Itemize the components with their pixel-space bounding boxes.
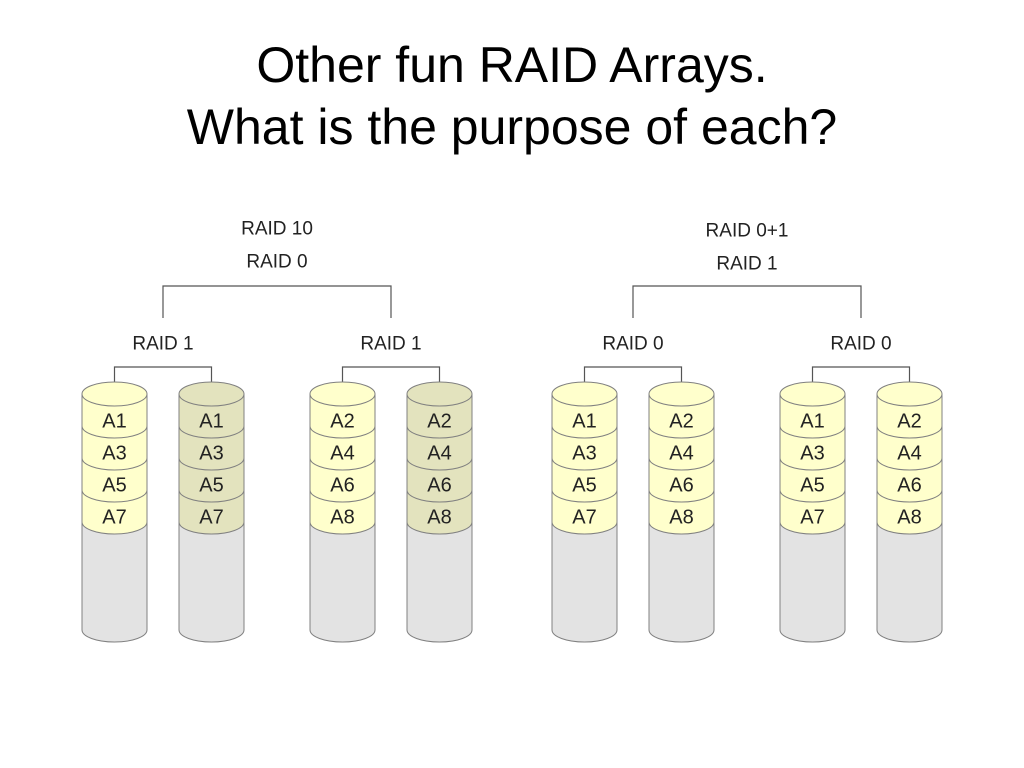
diagram-raid10-disk-2-block-2 [309,457,376,503]
slide-title-line-1: Other fun RAID Arrays. [256,37,768,93]
diagram-raid01-disk-1-block-1-label: A4 [669,443,693,465]
diagram-raid01-disk-3-block-2-label: A6 [897,475,921,497]
diagram-raid01-disk-3-block-0 [876,393,943,439]
diagram-raid10-group-1-label: RAID 1 [360,334,421,355]
diagram-raid01-disk-3-block-3-label: A8 [897,507,921,529]
diagram-raid01-disk-2-block-1 [779,425,846,471]
diagram-raid10-disk-1-block-1 [178,425,245,471]
diagram-raid10-disk-0-block-1-label: A3 [102,443,126,465]
diagram-raid10-disk-1-block-0-label: A1 [199,411,223,433]
diagram-raid01-group-1-label: RAID 0 [830,334,891,355]
diagram-raid10-disk-1-top-cap [178,381,245,407]
diagram-raid01-disk-1-block-1 [648,425,715,471]
diagram-raid01-title-label: RAID 0+1 [706,221,789,242]
diagram-raid01-disk-0-block-2 [551,457,618,503]
slide-title: Other fun RAID Arrays. What is the purpo… [0,34,1024,158]
diagram-raid01-disk-2-empty-space [779,521,846,643]
diagram-raid01-disk-2-top-cap [779,381,846,407]
diagram-raid01-disk-3-block-0-label: A2 [897,411,921,433]
diagram-raid10-disk-3-block-1-label: A4 [427,443,451,465]
diagram-raid10-disk-1-block-0 [178,393,245,439]
diagram-raid10-disk-3-top-cap [406,381,473,407]
diagram-raid10-disk-1-empty-space [178,521,245,643]
diagram-raid10-disk-0-block-0 [81,393,148,439]
diagram-raid01-disk-0-block-0 [551,393,618,439]
diagram-raid01-group-0-connector [583,366,683,394]
diagram-raid10-disk-1-block-2-label: A5 [199,475,223,497]
diagram-raid01-disk-3-block-3 [876,489,943,535]
diagram-raid01-disk-0-block-3-label: A7 [572,507,596,529]
diagram-raid10-disk-3-block-2-label: A6 [427,475,451,497]
diagram-raid01-disk-1-block-2 [648,457,715,503]
diagram-raid10-disk-2-block-1-label: A4 [330,443,354,465]
diagram-raid01-disk-2-block-2 [779,457,846,503]
diagram-raid10-group-1-connector [341,366,441,394]
diagram-raid10-disk-3-empty-space [406,521,473,643]
diagram-raid10-disk-2-top-cap [309,381,376,407]
diagram-raid10-disk-2-block-2-label: A6 [330,475,354,497]
diagram-raid10-disk-2-block-1 [309,425,376,471]
diagram-raid01-disk-2-block-3 [779,489,846,535]
slide-title-line-2: What is the purpose of each? [186,99,838,155]
diagram-raid01-disk-2-block-0 [779,393,846,439]
diagram-raid01-group-0-label: RAID 0 [602,334,663,355]
diagram-raid10-disk-2-block-0 [309,393,376,439]
diagram-raid01-disk-3-block-1-label: A4 [897,443,921,465]
diagram-raid01-disk-1-block-2-label: A6 [669,475,693,497]
diagram-raid01-disk-3-block-1 [876,425,943,471]
diagram-raid10-disk-0-block-1 [81,425,148,471]
diagram-raid10-disk-0-block-2 [81,457,148,503]
diagram-raid10-disk-0-top-cap [81,381,148,407]
diagram-raid01-disk-0-block-0-label: A1 [572,411,596,433]
diagram-raid10-title-label: RAID 10 [241,219,313,240]
diagram-raid10-disk-2-block-3 [309,489,376,535]
diagram-raid10-top-level-label: RAID 0 [246,252,307,273]
diagram-raid01-disk-1-block-0 [648,393,715,439]
diagram-raid01-disk-0-block-2-label: A5 [572,475,596,497]
diagram-raid10-group-0-connector [113,366,213,394]
diagram-raid10-disk-1-block-1-label: A3 [199,443,223,465]
diagram-raid10-disk-3-block-0-label: A2 [427,411,451,433]
diagram-raid10-disk-0-block-3 [81,489,148,535]
diagram-raid01-disk-1-block-0-label: A2 [669,411,693,433]
diagram-raid01-disk-0-block-1 [551,425,618,471]
diagram-raid10-disk-2-block-3-label: A8 [330,507,354,529]
diagram-raid10-disk-1-block-3 [178,489,245,535]
diagram-raid10-group-0-label: RAID 1 [132,334,193,355]
diagram-raid01-disk-2-block-0-label: A1 [800,411,824,433]
diagram-raid10-top-connector [162,285,392,318]
diagram-raid10-disk-0-empty-space [81,521,148,643]
diagram-raid01-disk-3-empty-space [876,521,943,643]
diagram-raid01-disk-0-top-cap [551,381,618,407]
diagram-raid01-disk-2-block-2-label: A5 [800,475,824,497]
diagram-raid10-disk-0-block-3-label: A7 [102,507,126,529]
diagram-raid01-disk-0-block-1-label: A3 [572,443,596,465]
diagram-raid01-disk-1-block-3 [648,489,715,535]
diagram-raid10-disk-1-block-2 [178,457,245,503]
diagram-raid10-disk-3-block-3-label: A8 [427,507,451,529]
diagram-raid01-disk-0-block-3 [551,489,618,535]
diagram-raid10-disk-2-empty-space [309,521,376,643]
diagram-raid10-disk-0-block-0-label: A1 [102,411,126,433]
diagram-raid01-disk-1-top-cap [648,381,715,407]
diagram-raid01-disk-1-empty-space [648,521,715,643]
diagram-raid01-top-connector [632,285,862,318]
diagram-raid10-disk-2-block-0-label: A2 [330,411,354,433]
diagram-raid01-disk-2-block-3-label: A7 [800,507,824,529]
diagram-raid01-disk-3-block-2 [876,457,943,503]
diagram-raid10-disk-3-block-1 [406,425,473,471]
diagram-raid01-group-1-connector [811,366,911,394]
diagram-raid01-disk-3-top-cap [876,381,943,407]
diagram-raid01-top-level-label: RAID 1 [716,254,777,275]
diagram-raid10-disk-0-block-2-label: A5 [102,475,126,497]
diagram-raid10-disk-3-block-0 [406,393,473,439]
diagram-raid01-disk-2-block-1-label: A3 [800,443,824,465]
diagram-raid10-disk-1-block-3-label: A7 [199,507,223,529]
diagram-raid10-disk-3-block-2 [406,457,473,503]
diagram-raid01-disk-1-block-3-label: A8 [669,507,693,529]
diagram-raid10-disk-3-block-3 [406,489,473,535]
diagram-raid01-disk-0-empty-space [551,521,618,643]
